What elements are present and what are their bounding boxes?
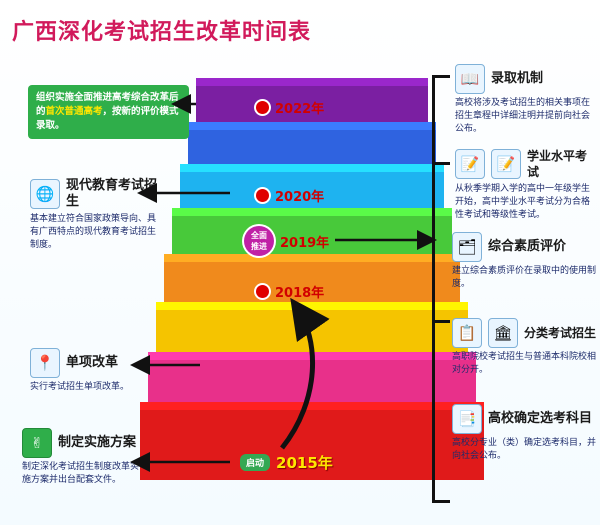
year-2019-tag: 全面 推进 2019年 — [244, 226, 329, 256]
right-item-desc: 从秋季学期入学的高中一年级学生开始，高中学业水平考试分为合格性考试和等级性考试。 — [455, 184, 591, 220]
callout-2022-highlight: 首次普通高考 — [45, 106, 103, 117]
left-item-desc: 制定深化考试招生制度改革实施方案并出台配套文件。 — [22, 462, 140, 485]
right-item-desc: 高校将涉及考试招生的相关事项在招生章程中详细注明并提前向社会公布。 — [455, 98, 591, 134]
left-item-desc: 实行考试招生单项改革。 — [30, 382, 130, 392]
bracket-tick — [432, 500, 450, 503]
right-item-name: 分类考试招生 — [524, 326, 597, 340]
left-item-name: 制定实施方案 — [58, 435, 137, 450]
year-2022-tag: 2022年 — [256, 98, 324, 117]
left-item-desc: 基本建立符合国家政策导向、具有广西特点的现代教育考试招生制度。 — [30, 214, 157, 250]
folders-icon: 🗂 — [452, 232, 482, 262]
right-item-quality-evaluation: 🗂 综合素质评价 建立综合素质评价在录取中的使用制度。 — [452, 232, 597, 291]
callout-2022-text-2: ，按新的评价模式录取。 — [36, 106, 179, 131]
year-2018-tag: 2018年 — [256, 282, 324, 301]
year-2015-tag: 启动 2015年 — [240, 452, 333, 473]
bracket-tick — [432, 75, 450, 78]
stair-step — [140, 402, 484, 480]
checklist-icon: 📋 — [452, 318, 482, 348]
red-dot-icon — [256, 101, 269, 114]
right-item-desc: 建立综合素质评价在录取中的使用制度。 — [452, 266, 597, 289]
stair-step-top — [180, 164, 444, 172]
stair-step — [164, 254, 460, 302]
year-2018-label: 2018年 — [275, 286, 325, 301]
callout-2022: 组织实施全面推进高考综合改革后的首次普通高考，按新的评价模式录取。 — [28, 85, 189, 139]
checklist-icon: 📑 — [452, 404, 482, 434]
right-item-category-exam: 📋 🏛 分类考试招生 高职院校考试招生与普通本科院校相对分开。 — [452, 318, 597, 377]
right-item-desc: 高职院校考试招生与普通本科院校相对分开。 — [452, 352, 597, 375]
person-cheer-icon: ✌ — [22, 428, 52, 458]
right-item-proficiency-exam: 📝 📝 学业水平考试 从秋季学期入学的高中一年级学生开始，高中学业水平考试分为合… — [455, 148, 595, 222]
book-icon: 📖 — [455, 64, 485, 94]
stair-step — [196, 78, 428, 122]
school-building-icon: 🏛 — [488, 318, 518, 348]
callout-2022-text-1: 组织实施全面推进高考综合改革后的 — [36, 92, 179, 117]
stair-step — [188, 122, 436, 164]
red-dot-icon — [256, 189, 269, 202]
stair-step-top — [140, 402, 484, 410]
right-item-name: 录取机制 — [491, 71, 544, 86]
year-2020-tag: 2020年 — [256, 186, 324, 205]
left-item-name: 现代教育考试招生 — [66, 178, 158, 209]
badge-line-2: 推进 — [251, 242, 267, 251]
exam-paper-icon: 📝 — [491, 149, 521, 179]
full-advance-badge: 全面 推进 — [244, 226, 274, 256]
arrow-2015-to-2018 — [280, 297, 330, 450]
bracket-tick — [432, 162, 450, 165]
stair-step — [172, 208, 452, 254]
right-item-desc: 高校分专业（类）确定选考科目，并向社会公布。 — [452, 438, 597, 461]
exam-paper-icon: 📝 — [455, 149, 485, 179]
year-2015-label: 2015年 — [276, 454, 333, 472]
year-2022-label: 2022年 — [275, 102, 325, 117]
red-dot-icon — [256, 285, 269, 298]
stair-step-top — [188, 122, 436, 130]
right-item-name: 高校确定选考科目 — [488, 411, 593, 426]
stair-step-top — [196, 78, 428, 86]
map-pin-icon: 📍 — [30, 348, 60, 378]
page-title: 广西深化考试招生改革时间表 — [12, 19, 312, 45]
left-item-single-reform: 📍 单项改革 实行考试招生单项改革。 — [30, 348, 155, 394]
left-item-name: 单项改革 — [66, 355, 119, 370]
right-item-admission: 📖 录取机制 高校将涉及考试招生的相关事项在招生章程中详细注明并提前向社会公布。 — [455, 64, 595, 136]
stair-step-top — [172, 208, 452, 216]
bracket-tick — [432, 320, 450, 323]
year-2019-label: 2019年 — [280, 235, 330, 251]
year-2020-label: 2020年 — [275, 190, 325, 205]
stair-step-top — [164, 254, 460, 262]
right-bracket — [432, 75, 443, 503]
left-item-implementation-plan: ✌ 制定实施方案 制定深化考试招生制度改革实施方案并出台配套文件。 — [22, 428, 144, 487]
right-item-name: 学业水平考试 — [527, 149, 588, 179]
stair-step — [180, 164, 444, 208]
start-badge: 启动 — [240, 454, 271, 471]
right-item-name: 综合素质评价 — [488, 239, 567, 254]
globe-icon: 🌐 — [30, 179, 60, 209]
right-item-elective-subjects: 📑 高校确定选考科目 高校分专业（类）确定选考科目，并向社会公布。 — [452, 404, 597, 463]
left-item-modern-system: 🌐 现代教育考试招生 基本建立符合国家政策导向、具有广西特点的现代教育考试招生制… — [30, 178, 160, 252]
badge-line-1: 全面 — [251, 231, 267, 240]
